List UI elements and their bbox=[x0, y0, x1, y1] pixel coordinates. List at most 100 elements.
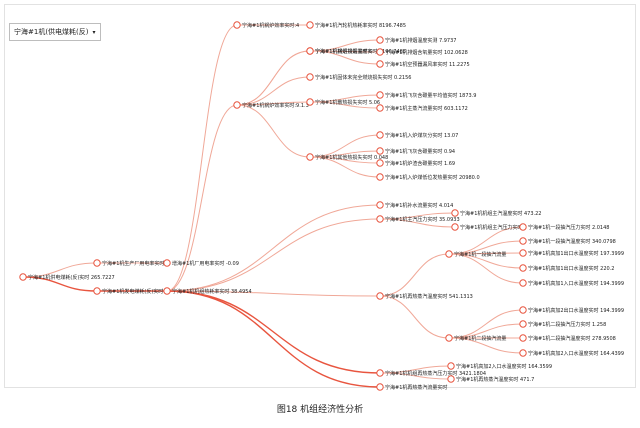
node-circle[interactable] bbox=[233, 101, 241, 109]
node-circle[interactable] bbox=[376, 173, 384, 181]
node-circle[interactable] bbox=[519, 306, 527, 314]
node-label: 宁海#1机锅炉效率实时:9.1.3 bbox=[242, 102, 309, 109]
node-circle[interactable] bbox=[447, 362, 455, 370]
tree-node[interactable]: 宁海#1机排烟损失实时:6 bbox=[306, 47, 372, 55]
tree-node[interactable]: 宁海#1机锅炉效率实时:4 bbox=[233, 21, 299, 29]
tree-node[interactable]: 宁海#1机机组主汽温度实时 473.22 bbox=[451, 209, 542, 217]
node-label: 宁海#1机主汽压力实时 35.0933 bbox=[385, 216, 460, 223]
node-circle[interactable] bbox=[519, 279, 527, 287]
node-circle[interactable] bbox=[376, 36, 384, 44]
tree-node[interactable]: 宁海#1机散热损失实时 5.06 bbox=[306, 98, 380, 106]
node-label: 宁海#1机高加1出口水温度实时 220.2 bbox=[528, 265, 614, 272]
node-circle[interactable] bbox=[233, 21, 241, 29]
tree-node[interactable]: 宁海#1机再热蒸汽温度实时 541.1313 bbox=[376, 292, 473, 300]
tree-node[interactable]: 宁海#1机二段抽汽流量 bbox=[445, 334, 507, 342]
node-circle[interactable] bbox=[519, 223, 527, 231]
tree-node[interactable]: 宁海#1机补水流量实时 4.014 bbox=[376, 201, 453, 209]
node-label: 宁海#1机二段抽汽温度实时 278.9508 bbox=[528, 335, 616, 342]
tree-link bbox=[309, 101, 381, 109]
tree-node[interactable]: 宁海#1机其他热损失实时 0.048 bbox=[306, 153, 388, 161]
tree-node[interactable]: 宁海#1机机组热耗率实时 38.4954 bbox=[163, 287, 252, 295]
tree-node[interactable]: 宁海#1机空预器漏风率实时 11.2275 bbox=[376, 60, 470, 68]
tree-link bbox=[379, 372, 452, 380]
tree-node[interactable]: 宁海#1机主蒸汽流量实时 603.1172 bbox=[376, 104, 468, 112]
tree-link bbox=[166, 104, 238, 292]
tree-node[interactable]: 宁海#1机炉渣含碳量实时 1.69 bbox=[376, 159, 455, 167]
tree-link bbox=[448, 226, 524, 255]
tree-link bbox=[236, 101, 311, 106]
node-circle[interactable] bbox=[376, 369, 384, 377]
tree-link bbox=[166, 204, 381, 292]
tree-node[interactable]: 宁海#1机锅炉效率实时:9.1.3 bbox=[233, 101, 309, 109]
node-circle[interactable] bbox=[519, 320, 527, 328]
tree-node[interactable]: 宁海#1机高加2入口水温度实时 164.4399 bbox=[519, 349, 624, 357]
tree-node[interactable]: 宁海#1机汽轮机热耗率实时 8196.7485 bbox=[306, 21, 406, 29]
node-circle[interactable] bbox=[19, 273, 27, 281]
tree-node[interactable]: 宁海#1机一段抽汽流量 bbox=[445, 250, 507, 258]
node-circle[interactable] bbox=[376, 147, 384, 155]
tree-node[interactable]: 宁海#1机二段抽汽温度实时 278.9508 bbox=[519, 334, 616, 342]
tree-node[interactable]: 宁海#1机一段抽汽压力实时 2.0148 bbox=[519, 223, 610, 231]
node-circle[interactable] bbox=[306, 21, 314, 29]
node-circle[interactable] bbox=[445, 250, 453, 258]
tree-node[interactable]: 宁海#1机排烟温度实测 7.9737 bbox=[376, 36, 457, 44]
tree-node[interactable]: 宁海#1机一段抽汽温度实时 340.0798 bbox=[519, 237, 616, 245]
tree-node[interactable]: 宁海#1机入炉煤灰分实时 13.07 bbox=[376, 131, 458, 139]
node-circle[interactable] bbox=[376, 48, 384, 56]
tree-node[interactable]: 宁海#1机再热蒸汽温度实时 471.7 bbox=[447, 375, 534, 383]
tree-node[interactable]: 宁海#1机生产厂用电率实时 bbox=[93, 259, 165, 267]
node-circle[interactable] bbox=[519, 264, 527, 272]
tree-node[interactable]: 宁海#1机飞灰含碳量平均值实时 1873.9 bbox=[376, 91, 477, 99]
tree-node[interactable]: 宁海#1机二段抽汽压力实时 1.258 bbox=[519, 320, 606, 328]
node-circle[interactable] bbox=[93, 259, 101, 267]
node-circle[interactable] bbox=[447, 375, 455, 383]
node-label: 宁海#1机入炉煤低位发热量实时 20980.0 bbox=[385, 174, 480, 181]
tree-node[interactable]: 宁海#1机发电煤耗(反)实时 bbox=[93, 287, 163, 295]
node-label: 宁海#1机二段抽汽压力实时 1.258 bbox=[528, 321, 606, 328]
tree-node[interactable]: 宁海#1机固体未完全燃烧损失实时 0.2156 bbox=[306, 73, 412, 81]
node-label: 宁海#1机补水流量实时 4.014 bbox=[385, 202, 453, 209]
unit-selector-dropdown[interactable]: 宁海#1机(供电煤耗(反)▾ bbox=[9, 23, 101, 41]
tree-node[interactable]: 宁海#1机入炉煤低位发热量实时 20980.0 bbox=[376, 173, 480, 181]
node-circle[interactable] bbox=[163, 259, 171, 267]
node-circle[interactable] bbox=[93, 287, 101, 295]
node-circle[interactable] bbox=[306, 153, 314, 161]
tree-node[interactable]: 宁海#1机主汽压力实时 35.0933 bbox=[376, 215, 460, 223]
tree-link bbox=[379, 218, 456, 228]
node-circle[interactable] bbox=[376, 91, 384, 99]
node-circle[interactable] bbox=[445, 334, 453, 342]
tree-node[interactable]: 增海#1机厂用电率实时 -0.09 bbox=[163, 259, 239, 267]
tree-node[interactable]: 宁海#1机供电煤耗(反)实时 265.7227 bbox=[19, 273, 115, 281]
tree-node[interactable]: 宁海#1机机组主汽压力实时 bbox=[451, 223, 523, 231]
node-circle[interactable] bbox=[163, 287, 171, 295]
tree-node[interactable]: 宁海#1机再热蒸汽流量实时 bbox=[376, 383, 448, 391]
tree-node[interactable]: 宁海#1机机组再热蒸汽压力实时 3421.1804 bbox=[376, 369, 486, 377]
tree-link bbox=[309, 156, 381, 178]
node-circle[interactable] bbox=[306, 47, 314, 55]
node-circle[interactable] bbox=[376, 60, 384, 68]
node-circle[interactable] bbox=[451, 223, 459, 231]
node-circle[interactable] bbox=[376, 215, 384, 223]
tree-node[interactable]: 宁海#1机高加1出口水温度实时 197.3999 bbox=[519, 249, 624, 257]
tree-node[interactable]: 宁海#1机高加2入口水温度实时 164.3599 bbox=[447, 362, 552, 370]
tree-node[interactable]: 宁海#1机高加1出口水温度实时 220.2 bbox=[519, 264, 615, 272]
tree-node[interactable]: 宁海#1机高加2出口水温度实时 194.3999 bbox=[519, 306, 624, 314]
node-circle[interactable] bbox=[519, 349, 527, 357]
node-circle[interactable] bbox=[519, 237, 527, 245]
tree-node[interactable]: 宁海#1机排烟含氧量实时 102.0628 bbox=[376, 48, 468, 56]
node-circle[interactable] bbox=[451, 209, 459, 217]
node-circle[interactable] bbox=[519, 334, 527, 342]
node-circle[interactable] bbox=[519, 249, 527, 257]
tree-node[interactable]: 宁海#1机高加1入口水温度实时 194.3999 bbox=[519, 279, 624, 287]
tree-link bbox=[448, 253, 524, 284]
node-circle[interactable] bbox=[376, 104, 384, 112]
node-circle[interactable] bbox=[376, 201, 384, 209]
node-circle[interactable] bbox=[306, 73, 314, 81]
node-circle[interactable] bbox=[306, 98, 314, 106]
tree-node[interactable]: 宁海#1机飞灰含碳量实时 0.94 bbox=[376, 147, 455, 155]
node-circle[interactable] bbox=[376, 159, 384, 167]
node-circle[interactable] bbox=[376, 131, 384, 139]
node-circle[interactable] bbox=[376, 292, 384, 300]
node-circle[interactable] bbox=[376, 383, 384, 391]
tree-link bbox=[166, 290, 381, 374]
